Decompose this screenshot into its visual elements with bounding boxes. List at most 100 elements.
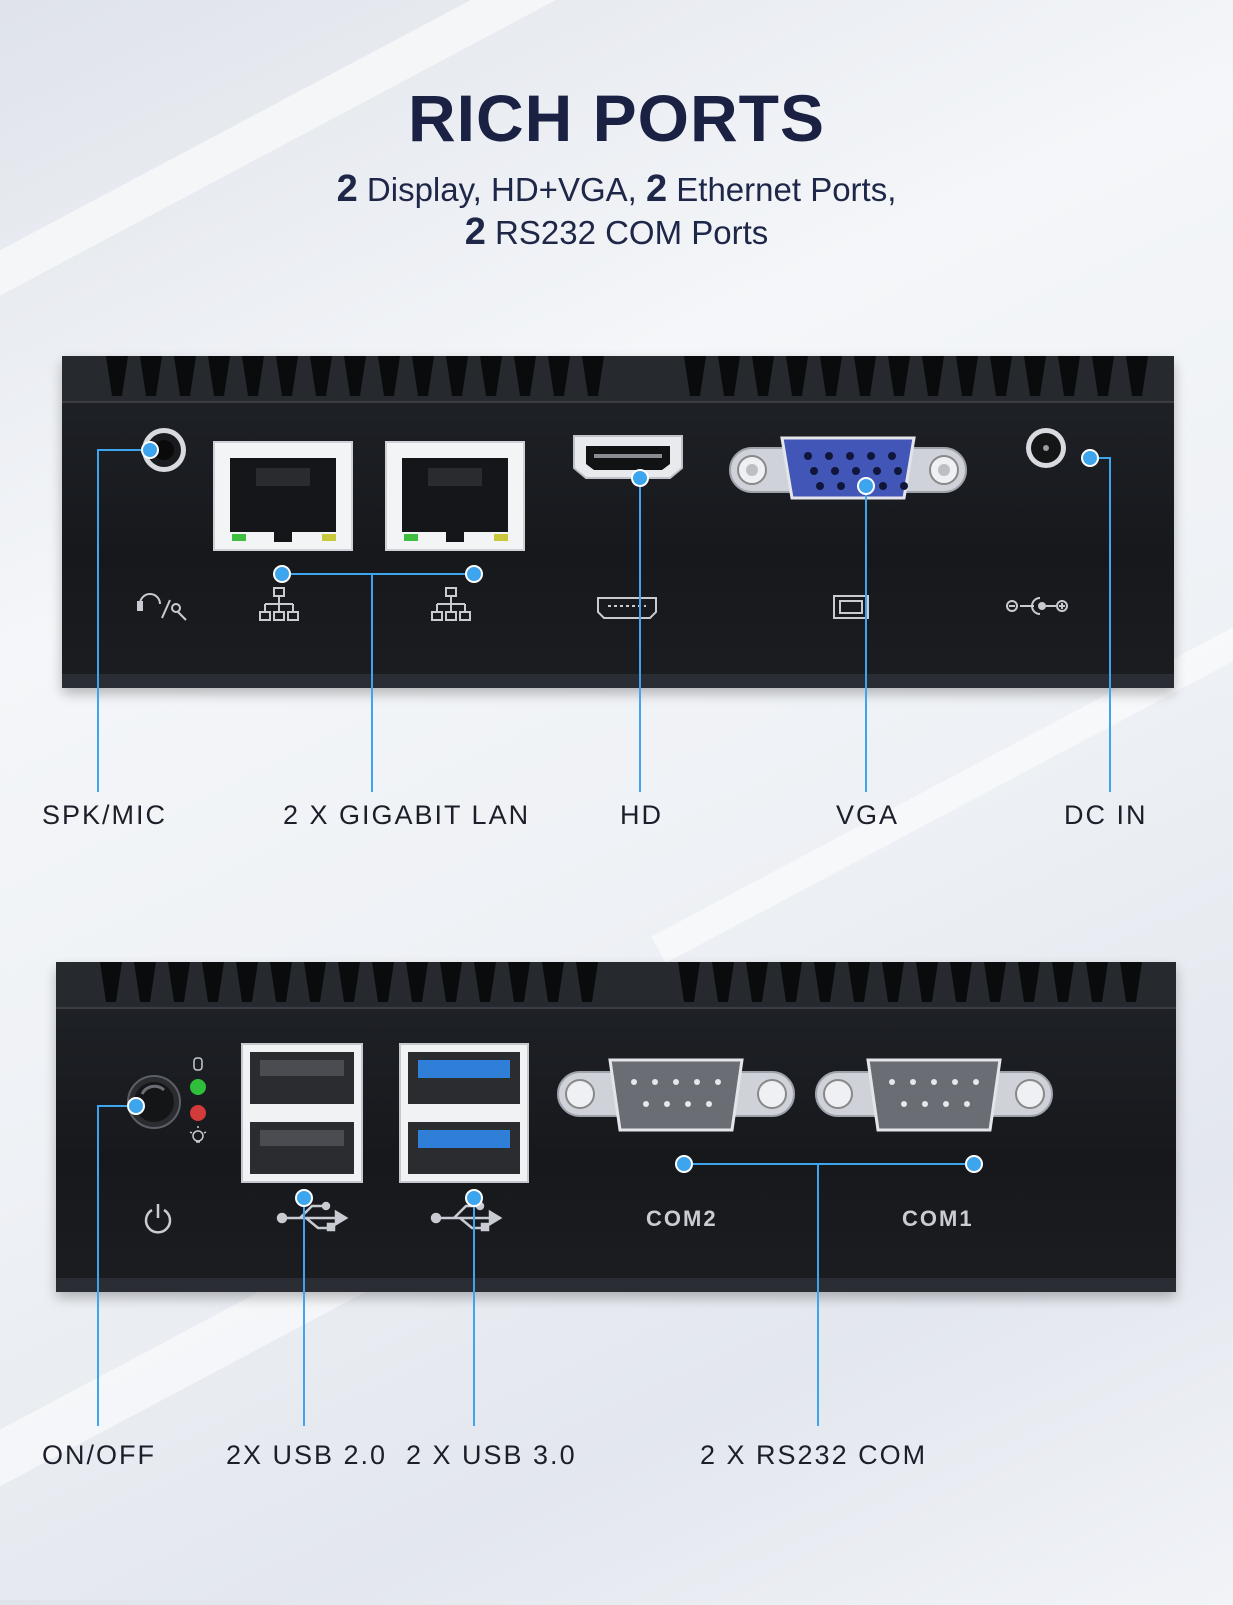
com-pin [631, 1079, 637, 1085]
usb-icon [430, 1201, 503, 1232]
label-usb3: 2 X USB 3.0 [406, 1440, 577, 1470]
label-gigabit-lan: 2 X GIGABIT LAN [283, 800, 531, 830]
heat-fin [746, 962, 768, 1002]
com1-label: COM1 [902, 1206, 974, 1231]
hdmi-port [573, 435, 683, 479]
headphone-mic-icon [137, 593, 187, 621]
com2-port [557, 1058, 795, 1132]
heat-fin [718, 356, 740, 396]
heat-fin [990, 356, 1012, 396]
com1-port [815, 1058, 1053, 1132]
vga-pin [894, 467, 902, 475]
heat-fin [310, 356, 332, 396]
hdmi-icon [597, 597, 657, 619]
heat-fin [174, 356, 196, 396]
heat-fin [344, 356, 366, 396]
heat-fin [406, 962, 428, 1002]
top-panel-graphics [62, 356, 1174, 688]
vga-pin [858, 482, 866, 490]
label-vga: VGA [836, 800, 900, 830]
heat-fin [446, 356, 468, 396]
com-pin [673, 1079, 679, 1085]
heat-fin [548, 356, 570, 396]
subtitle-line-2: 2 RS232 COM Ports [0, 211, 1233, 254]
heat-fin [1126, 356, 1148, 396]
com-pin [643, 1101, 649, 1107]
com-pin [694, 1079, 700, 1085]
heat-fin [242, 356, 264, 396]
label-on-off: ON/OFF [42, 1440, 156, 1470]
heat-fin [372, 962, 394, 1002]
label-dc-in: DC IN [1064, 800, 1148, 830]
com-pin [715, 1079, 721, 1085]
heat-fin [134, 962, 156, 1002]
heat-fin [984, 962, 1006, 1002]
heat-fin [820, 356, 842, 396]
com-pin [952, 1079, 958, 1085]
heat-fin [888, 356, 910, 396]
usb-icon [276, 1201, 349, 1232]
heat-fin [1052, 962, 1074, 1002]
com-pin [706, 1101, 712, 1107]
heat-fin [378, 356, 400, 396]
heat-fin [1092, 356, 1114, 396]
heat-fin [276, 356, 298, 396]
subtitle-text: Display, HD+VGA, [357, 171, 646, 208]
lan-port-2 [385, 441, 525, 551]
com-pin [685, 1101, 691, 1107]
heat-fin [168, 962, 190, 1002]
heat-fin [956, 356, 978, 396]
heat-fin [780, 962, 802, 1002]
subtitle-number: 2 [336, 168, 358, 210]
com-pin [973, 1079, 979, 1085]
monitor-icon [833, 595, 869, 619]
vga-pin [816, 482, 824, 490]
network-icon [259, 587, 299, 621]
status-led-green [190, 1079, 206, 1095]
com-pin [910, 1079, 916, 1085]
hdd-led-icon [193, 1057, 203, 1071]
label-usb2: 2X USB 2.0 [226, 1440, 388, 1470]
audio-jack [142, 428, 186, 472]
heat-fin [338, 962, 360, 1002]
vga-pin [831, 467, 839, 475]
power-button [127, 1075, 181, 1129]
light-led-icon [189, 1126, 207, 1143]
heat-fin [582, 356, 604, 396]
vga-pin [888, 452, 896, 460]
heat-fin [440, 962, 462, 1002]
vga-pin [837, 482, 845, 490]
heat-fin [1058, 356, 1080, 396]
heat-fin [508, 962, 530, 1002]
power-icon [144, 1204, 172, 1234]
subtitle-line-1: 2 Display, HD+VGA, 2 Ethernet Ports, [0, 168, 1233, 211]
heat-fin [474, 962, 496, 1002]
subtitle-text: Ethernet Ports, [667, 171, 897, 208]
com-pin [922, 1101, 928, 1107]
vga-pin [900, 482, 908, 490]
heat-fin [304, 962, 326, 1002]
heat-fin [848, 962, 870, 1002]
heat-fin [140, 356, 162, 396]
dc-polarity-icon [1006, 597, 1068, 615]
subtitle-number: 2 [645, 168, 668, 210]
heat-fin [542, 962, 564, 1002]
usb3-ports [399, 1043, 529, 1183]
heat-fin [684, 356, 706, 396]
heat-fin [100, 962, 122, 1002]
label-rs232-com: 2 X RS232 COM [700, 1440, 928, 1470]
heat-fin [854, 356, 876, 396]
heat-fin [916, 962, 938, 1002]
heat-fin [1018, 962, 1040, 1002]
dc-in-jack [1026, 428, 1066, 468]
vga-pin [867, 452, 875, 460]
status-led-red [190, 1105, 206, 1121]
vga-pin [804, 452, 812, 460]
label-spk-mic: SPK/MIC [42, 800, 168, 830]
heat-fin [922, 356, 944, 396]
vga-pin [873, 467, 881, 475]
heat-fin [106, 356, 128, 396]
network-icon [431, 587, 471, 621]
rear-panel-bottom: COM2 COM1 [56, 962, 1176, 1292]
heat-fin [786, 356, 808, 396]
